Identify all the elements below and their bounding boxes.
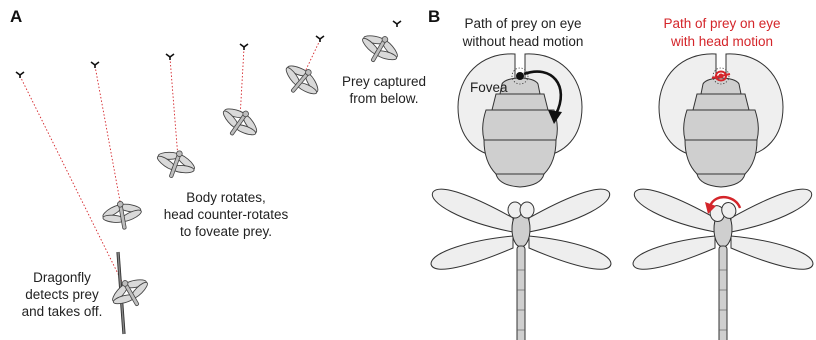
svg-text:to foveate prey.: to foveate prey. (180, 224, 272, 239)
svg-text:with head motion: with head motion (670, 34, 773, 49)
panel-label-b: B (428, 7, 440, 26)
fovea-label: Fovea (470, 80, 508, 95)
svg-text:Path of prey on eye: Path of prey on eye (663, 16, 780, 31)
label-takeoff: Dragonfly detects prey and takes off. (22, 270, 103, 319)
svg-text:from below.: from below. (349, 91, 418, 106)
title-without-head-motion: Path of prey on eye without head motion (462, 16, 584, 49)
dragonfly-icon (215, 100, 264, 146)
label-capture: Prey captured from below. (342, 74, 426, 106)
title-with-head-motion: Path of prey on eye with head motion (663, 16, 780, 49)
svg-text:head counter-rotates: head counter-rotates (164, 207, 289, 222)
svg-text:Body rotates,: Body rotates, (186, 190, 266, 205)
svg-text:detects prey: detects prey (25, 287, 99, 302)
dragonfly-icon (355, 27, 404, 72)
svg-text:and takes off.: and takes off. (22, 304, 103, 319)
prey-icon (240, 44, 248, 50)
svg-text:Dragonfly: Dragonfly (33, 270, 91, 285)
dragonfly-icon (152, 144, 200, 184)
prey-icon (16, 72, 24, 78)
panel-label-a: A (10, 7, 22, 26)
prey-icon (166, 54, 174, 60)
prey-icon (91, 62, 99, 68)
dragonfly-icon (100, 198, 145, 233)
svg-text:Prey captured: Prey captured (342, 74, 426, 89)
dragonfly-icon (106, 271, 155, 316)
svg-text:Path of prey on eye: Path of prey on eye (464, 16, 581, 31)
prey-icon (393, 21, 401, 27)
prey-icon (316, 36, 324, 42)
svg-text:without head motion: without head motion (462, 34, 584, 49)
label-rotate: Body rotates, head counter-rotates to fo… (164, 190, 289, 239)
fovea-marker (516, 72, 524, 80)
dragonfly-icon (277, 57, 326, 105)
